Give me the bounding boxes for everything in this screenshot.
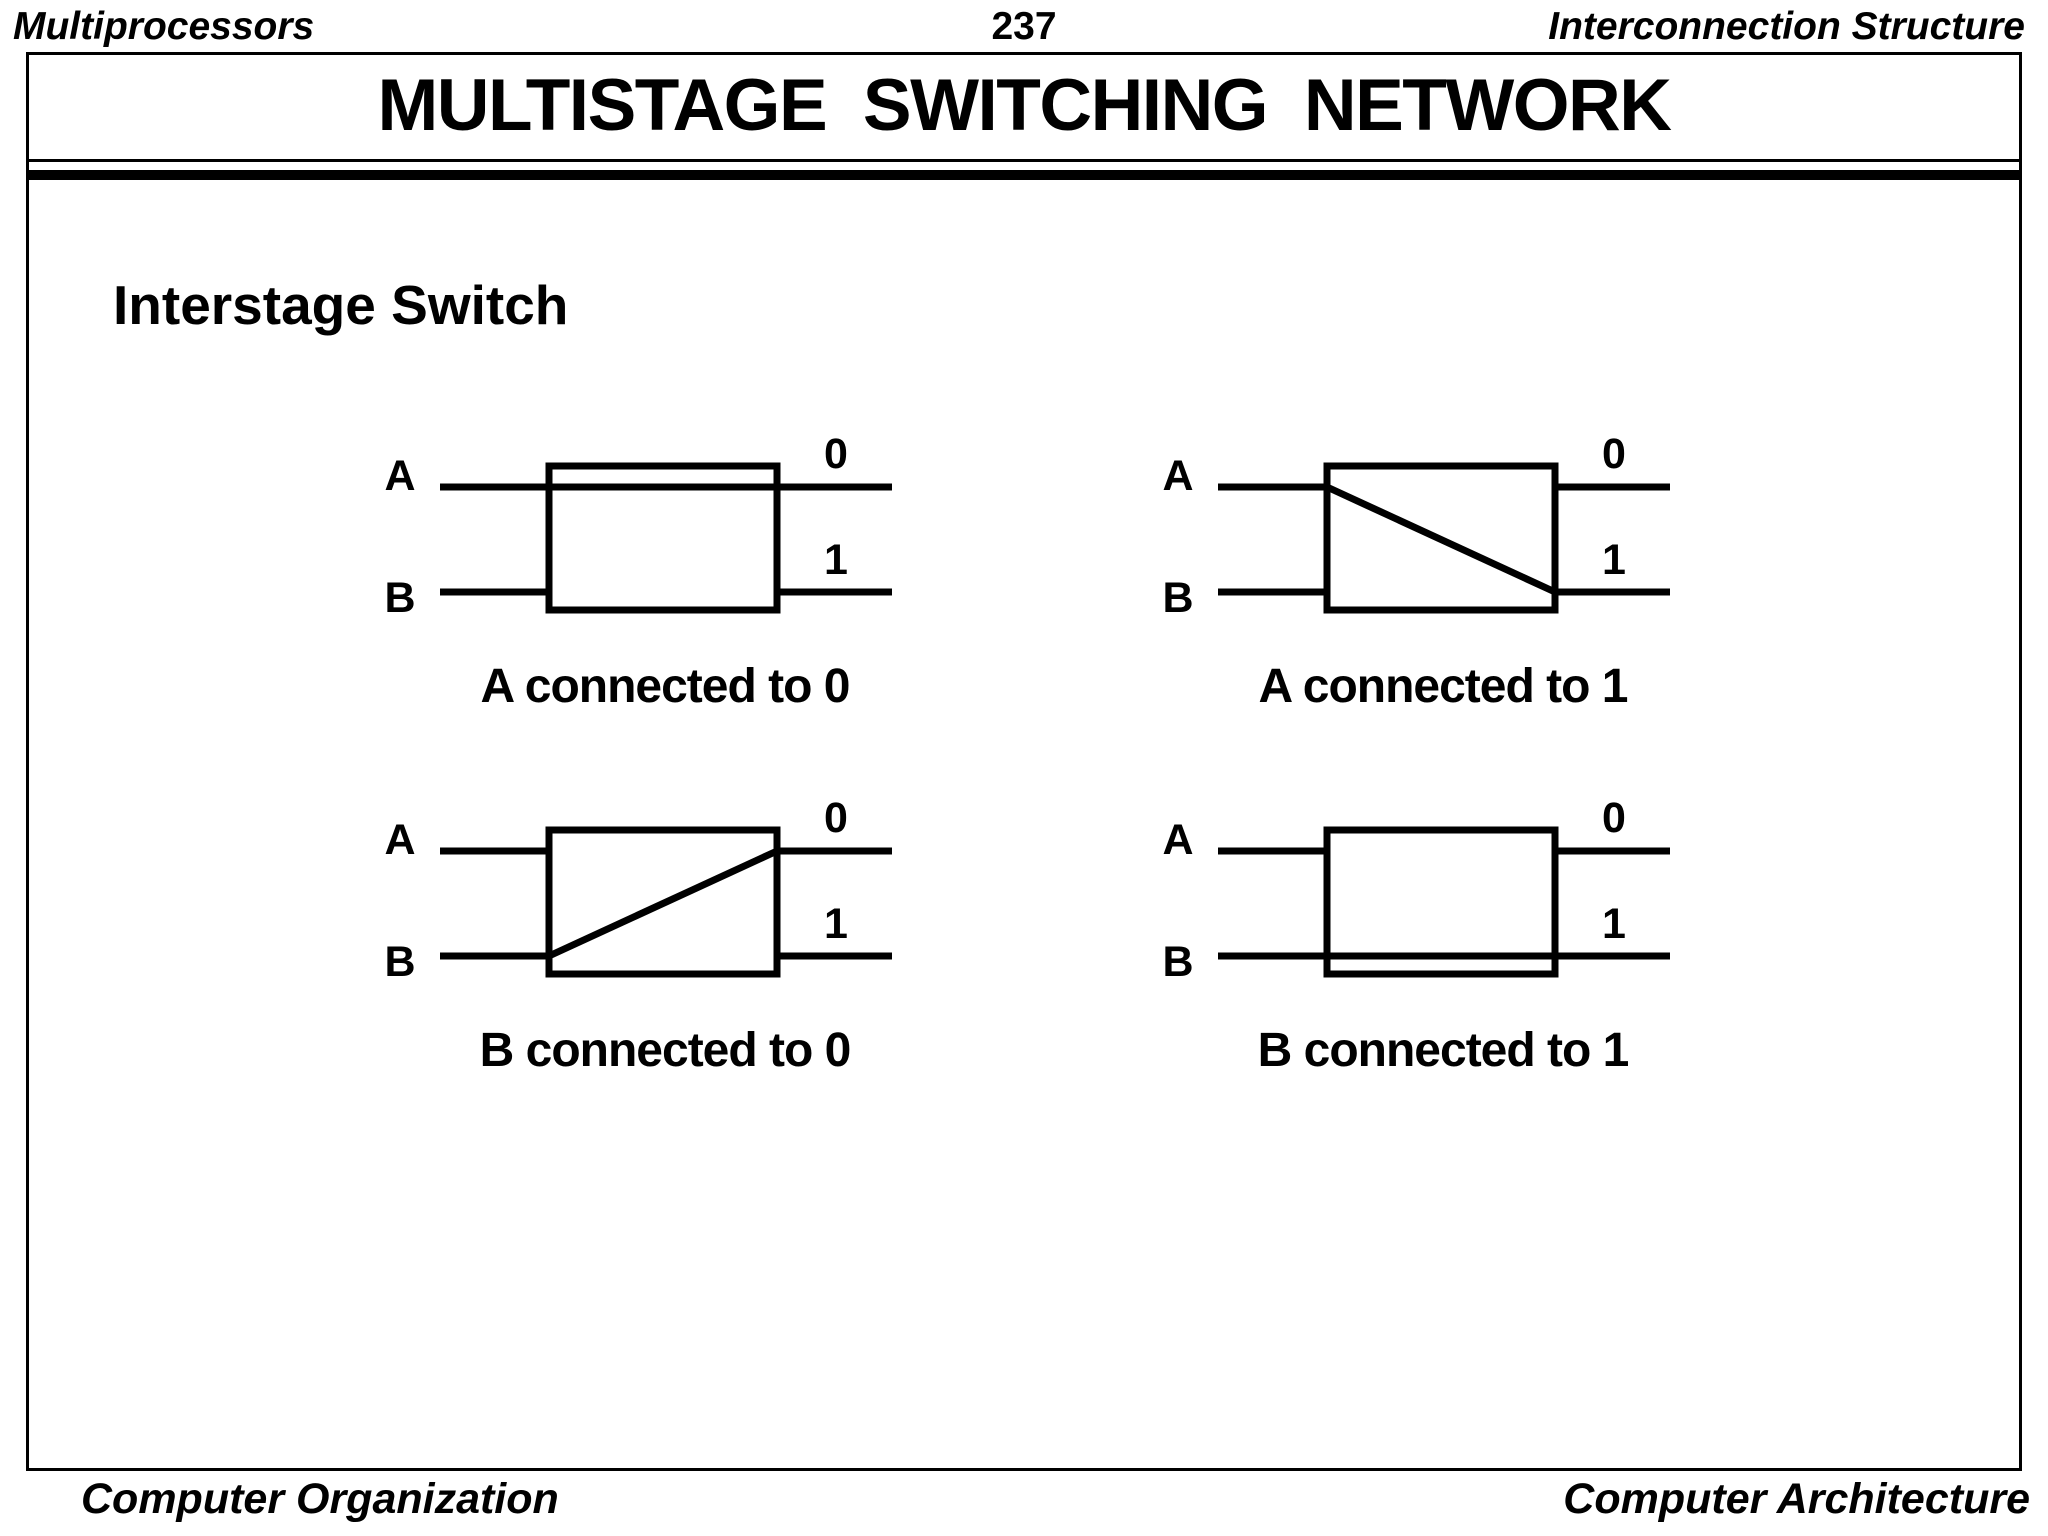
input-b-label: B: [384, 574, 415, 622]
connection-wire: [1325, 483, 1557, 596]
footer-right-label: Computer Architecture: [1563, 1475, 2030, 1523]
output-0-label: 0: [1602, 794, 1626, 842]
title-bar: MULTISTAGE SWITCHING NETWORK: [26, 52, 2022, 162]
input-b-label: B: [1162, 938, 1193, 986]
switch-box: [1323, 826, 1559, 978]
switch-diagram-b-to-1: A B 0 1 B connected to 1: [1148, 784, 1738, 1094]
diagram-caption: B connected to 1: [1257, 1024, 1630, 1077]
output-1-label: 1: [824, 536, 848, 584]
header-right-topic-label: Interconnection Structure: [1548, 5, 2025, 48]
slide-frame: [26, 52, 2022, 1471]
switch-diagram-canvas: A B 0 1: [384, 430, 892, 622]
output-1-label: 1: [824, 900, 848, 948]
page-number: 237: [991, 5, 1057, 48]
switch-diagram-b-to-0: A B 0 1 B connected to 0: [370, 784, 960, 1094]
diagram-caption: A connected to 1: [1258, 660, 1629, 713]
connection-wire: [547, 847, 779, 960]
page-title: MULTISTAGE SWITCHING NETWORK: [377, 65, 1673, 146]
switch-box: [545, 462, 781, 614]
input-a-label: A: [1162, 452, 1193, 500]
output-0-label: 0: [1602, 430, 1626, 478]
switch-box: [545, 826, 781, 978]
input-b-label: B: [384, 938, 415, 986]
footer-left-label: Computer Organization: [81, 1475, 559, 1523]
switch-box: [1323, 462, 1559, 614]
output-0-label: 0: [824, 430, 848, 478]
input-a-label: A: [384, 452, 415, 500]
diagram-caption: B connected to 0: [479, 1024, 852, 1077]
input-b-label: B: [1162, 574, 1193, 622]
diagram-caption: A connected to 0: [480, 660, 851, 713]
switch-diagram-canvas: A B 0 1: [1162, 430, 1670, 622]
section-heading: Interstage Switch: [113, 274, 569, 336]
switch-diagram-a-to-1: A B 0 1 A connected to 1: [1148, 420, 1738, 730]
input-a-label: A: [1162, 816, 1193, 864]
output-0-label: 0: [824, 794, 848, 842]
output-1-label: 1: [1602, 536, 1626, 584]
title-separator-bar: [29, 170, 2019, 180]
switch-diagram-a-to-0: A B 0 1 A connected to 0: [370, 420, 960, 730]
header-left-course-label: Multiprocessors: [13, 5, 315, 48]
output-1-label: 1: [1602, 900, 1626, 948]
switch-diagram-canvas: A B 0 1: [384, 794, 892, 986]
switch-diagram-canvas: A B 0 1: [1162, 794, 1670, 986]
input-a-label: A: [384, 816, 415, 864]
